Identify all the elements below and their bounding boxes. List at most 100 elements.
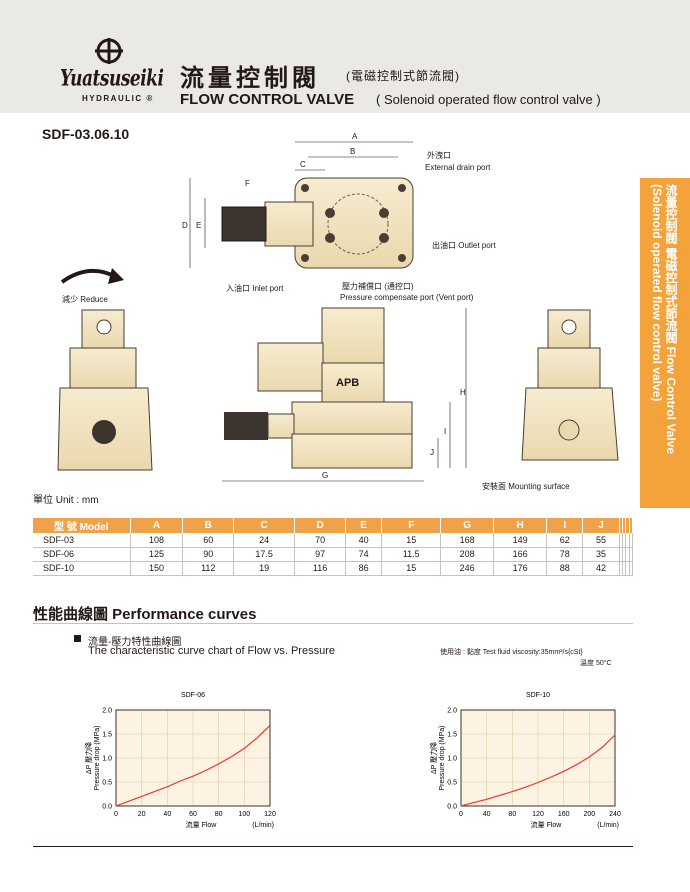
col-i: I xyxy=(546,518,584,533)
table-cell: 176 xyxy=(493,561,548,576)
side-tab: 流量控制閥 電磁控制式節流閥 Flow Control Valve (Solen… xyxy=(640,178,690,508)
x-tick-label: 100 xyxy=(238,811,250,818)
table-cell xyxy=(619,533,624,548)
page-subtitle-en: ( Solenoid operated flow control valve ) xyxy=(376,92,601,107)
y-tick-label: 2.0 xyxy=(447,708,457,715)
table-cell xyxy=(629,547,634,562)
table-cell: 70 xyxy=(294,533,346,548)
table-cell xyxy=(622,533,627,548)
x-tick-label: 240 xyxy=(609,811,621,818)
y-tick-label: 0.0 xyxy=(447,804,457,811)
table-cell: 15 xyxy=(381,561,442,576)
col-f: F xyxy=(381,518,442,533)
unit-label: 單位 Unit : mm xyxy=(33,495,99,506)
table-cell: 208 xyxy=(440,547,495,562)
dim-H: H xyxy=(460,388,466,397)
table-cell: 86 xyxy=(345,561,383,576)
col-model: 型 號 Model xyxy=(33,518,131,533)
drain-cn: 外洩口 xyxy=(427,150,451,160)
right-view: 安裝面 Mounting surface xyxy=(482,309,619,491)
inlet-label: 入油口 Inlet port xyxy=(226,283,284,293)
fluid-note: 使用油 : 黏度 Test fluid viscosity:35mm²/s{cS… xyxy=(440,649,583,656)
dim-A: A xyxy=(352,132,358,141)
dim-G: G xyxy=(322,471,328,480)
curve-subtitle-en: The characteristic curve chart of Flow v… xyxy=(88,645,335,657)
table-cell: 90 xyxy=(182,547,235,562)
table-cell: 55 xyxy=(582,533,620,548)
x-tick-label: 0 xyxy=(459,811,463,818)
table-cell: 246 xyxy=(440,561,495,576)
table-cell xyxy=(622,561,627,576)
y-tick-label: 1.5 xyxy=(447,732,457,739)
dim-E: E xyxy=(196,221,201,230)
table-cell: 62 xyxy=(546,533,584,548)
table-cell: 42 xyxy=(582,561,620,576)
pc-cn: 壓力補償口 (通控口) xyxy=(342,281,414,291)
table-cell xyxy=(629,533,634,548)
y-axis-label: ΔP 壓力降 xyxy=(429,742,438,774)
col-d: D xyxy=(294,518,346,533)
table-cell: 24 xyxy=(233,533,296,548)
x-axis-label: 流量 Flow xyxy=(531,820,563,829)
x-axis-unit: (L/min) xyxy=(597,822,619,829)
pc-en: Pressure compensate port (Vent port) xyxy=(340,293,474,302)
col-a: A xyxy=(130,518,184,533)
apb-mark: APB xyxy=(336,377,359,389)
chart-title: SDF-10 xyxy=(526,692,550,699)
table-cell: 11.5 xyxy=(381,547,442,562)
y-tick-label: 2.0 xyxy=(102,708,112,715)
x-tick-label: 80 xyxy=(508,811,516,818)
table-cell xyxy=(625,533,630,548)
y-tick-label: 1.0 xyxy=(447,756,457,763)
bottom-rule xyxy=(33,846,633,847)
series-line xyxy=(460,734,616,807)
table-cell xyxy=(625,561,630,576)
dim-C: C xyxy=(300,160,306,169)
table-cell: 125 xyxy=(130,547,184,562)
drain-en: External drain port xyxy=(425,163,491,172)
front-view: APB G H I J xyxy=(222,307,467,482)
col-h: H xyxy=(493,518,548,533)
col-j: J xyxy=(582,518,620,533)
table-cell: 40 xyxy=(345,533,383,548)
x-tick-label: 40 xyxy=(163,811,171,818)
col-blank xyxy=(625,518,630,533)
x-axis-unit: (L/min) xyxy=(252,822,274,829)
table-cell: 17.5 xyxy=(233,547,296,562)
table-cell: 78 xyxy=(546,547,584,562)
table-cell xyxy=(619,547,624,562)
table-cell: 15 xyxy=(381,533,442,548)
table-header-row: 型 號 Model A B C D E F G H I J xyxy=(33,518,634,533)
dim-J: J xyxy=(430,448,434,457)
table-cell xyxy=(622,547,627,562)
reduce-label: 減少 Reduce xyxy=(62,294,108,304)
y-tick-label: 0.5 xyxy=(102,780,112,787)
x-tick-label: 20 xyxy=(138,811,146,818)
table-cell: SDF-06 xyxy=(33,547,131,562)
col-blank xyxy=(629,518,634,533)
dim-D: D xyxy=(182,221,188,230)
table-cell: 150 xyxy=(130,561,184,576)
y-tick-label: 1.0 xyxy=(102,756,112,763)
table-cell xyxy=(629,561,634,576)
side-tab-text: 流量控制閥 電磁控制式節流閥 Flow Control Valve (Solen… xyxy=(650,184,678,455)
brand-name: Yuatsuseiki xyxy=(60,66,164,92)
table-cell: 74 xyxy=(345,547,383,562)
table-cell: 112 xyxy=(182,561,235,576)
y-tick-label: 0.0 xyxy=(102,804,112,811)
x-tick-label: 40 xyxy=(483,811,491,818)
y-axis-label-en: Pressure drop (MPa) xyxy=(439,726,446,791)
dim-B: B xyxy=(350,147,355,156)
x-axis-label: 流量 Flow xyxy=(186,820,218,829)
table-cell: 60 xyxy=(182,533,235,548)
header-band: Yuatsuseiki HYDRAULIC ® 流量控制閥 (電磁控制式節流閥)… xyxy=(0,0,690,113)
x-tick-label: 80 xyxy=(215,811,223,818)
y-axis-label-en: Pressure drop (MPa) xyxy=(94,726,101,791)
series-line xyxy=(115,724,271,807)
table-cell: 149 xyxy=(493,533,548,548)
plot-frame xyxy=(460,709,616,807)
col-blank xyxy=(619,518,624,533)
